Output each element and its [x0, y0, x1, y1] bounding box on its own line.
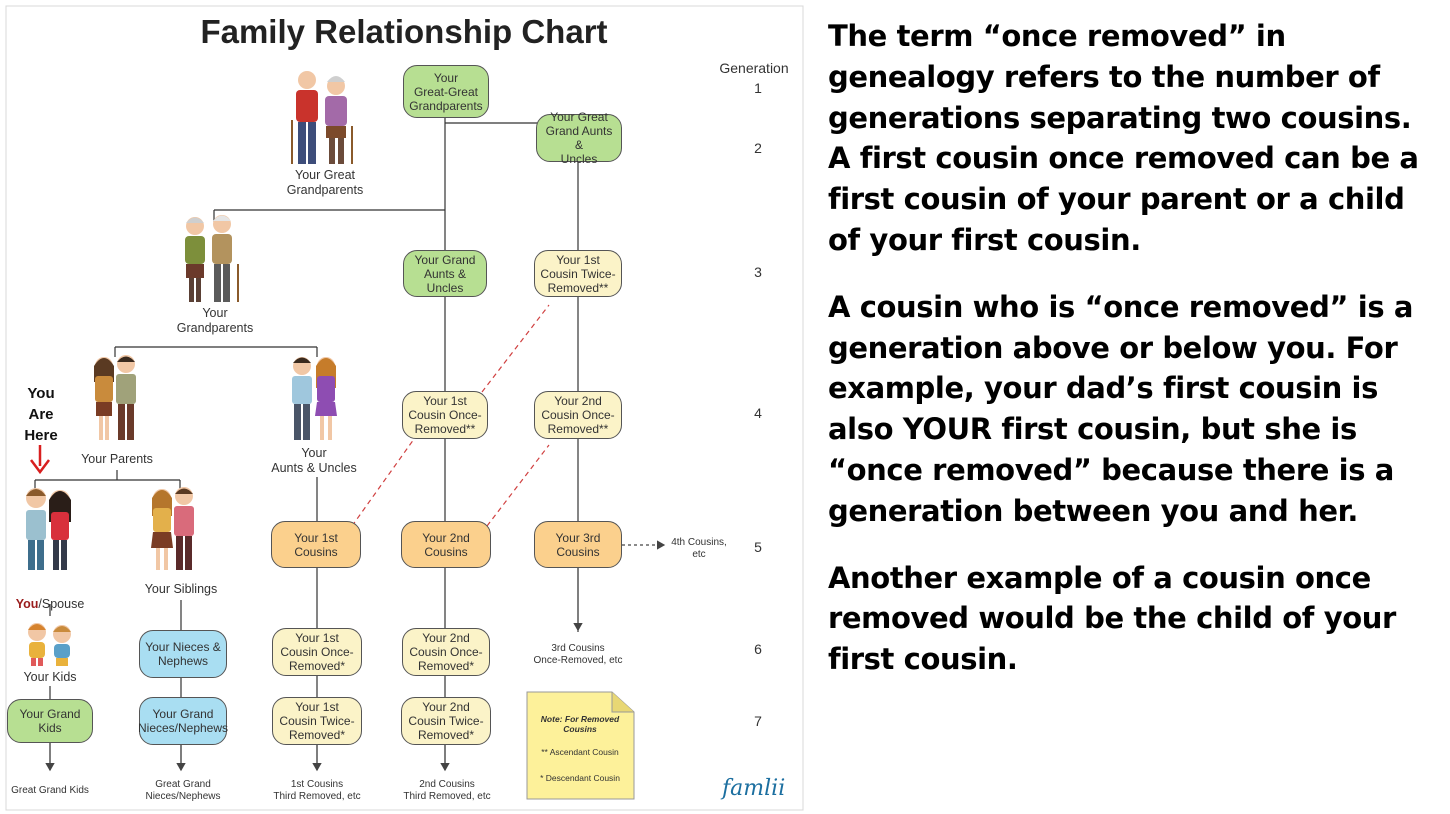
explanation-text: The term “once removed” in genealogy ref… [828, 16, 1440, 706]
grand-kids-box: Your Grand Kids [7, 699, 93, 743]
note-descendant: * Descendant Cousin [540, 773, 620, 783]
generation-5: 5 [754, 539, 762, 555]
first-cousin-once-removed-descendant-box: Your 1st Cousin Once- Removed* [272, 628, 362, 676]
kids-label: Your Kids [23, 670, 77, 684]
kids-figure [28, 623, 71, 666]
first-cousins-third-removed-label: 1st Cousins Third Removed, etc [273, 779, 361, 802]
aunts-uncles-figure [292, 357, 337, 440]
generation-1: 1 [754, 80, 762, 96]
first-cousin-twice-removed-ascendant-box: Your 1st Cousin Twice- Removed** [534, 250, 622, 297]
great-great-grandparents-box: Your Great-Great Grandparents [403, 65, 489, 118]
dashed-relationship-lines [351, 304, 550, 527]
great-grand-nieces-nephews-label: Great Grand Nieces/Nephews [145, 779, 221, 802]
great-grandparents-label: Your Great Grandparents [286, 168, 364, 197]
great-grand-kids-label: Great Grand Kids [11, 785, 89, 796]
chart-border [5, 5, 804, 811]
aunts-uncles-label: Your Aunts & Uncles [271, 446, 357, 475]
second-cousin-once-removed-descendant-box: Your 2nd Cousin Once- Removed* [402, 628, 490, 676]
chart-title: Family Relationship Chart [200, 13, 608, 50]
you-are-here-arrow [30, 445, 50, 475]
generation-7: 7 [754, 713, 762, 729]
paragraph-3: Another example of a cousin once removed… [828, 560, 1396, 677]
grandparents-label: Your Grandparents [176, 306, 254, 335]
third-cousins-once-removed-label: 3rd Cousins Once-Removed, etc [533, 643, 623, 666]
grand-aunts-uncles-box: Your Grand Aunts & Uncles [403, 250, 487, 297]
second-cousin-twice-removed-descendant-box: Your 2nd Cousin Twice- Removed* [401, 697, 491, 745]
parents-label: Your Parents [81, 452, 153, 466]
parents-figure [94, 355, 136, 440]
spouse-label: /Spouse [38, 597, 85, 611]
first-cousin-twice-removed-descendant-box: Your 1st Cousin Twice- Removed* [272, 697, 362, 745]
you-spouse-figure [26, 488, 71, 570]
first-cousin-once-removed-ascendant-box: Your 1st Cousin Once- Removed** [402, 391, 488, 439]
generation-4: 4 [754, 405, 762, 421]
first-cousins-box: Your 1st Cousins [271, 521, 361, 568]
note-box [526, 691, 635, 800]
siblings-label: Your Siblings [144, 582, 218, 596]
generation-3: 3 [754, 264, 762, 280]
second-cousins-third-removed-label: 2nd Cousins Third Removed, etc [403, 779, 491, 802]
paragraph-1: The term “once removed” in genealogy ref… [828, 19, 1419, 257]
paragraph-2: A cousin who is “once removed” is a gene… [828, 289, 1414, 528]
generation-header: Generation [719, 60, 789, 76]
third-cousins-box: Your 3rd Cousins [534, 521, 622, 568]
chart-lines: famlii [5, 5, 804, 811]
grandparents-figure [185, 215, 239, 302]
nieces-nephews-box: Your Nieces & Nephews [139, 630, 227, 678]
grand-nieces-nephews-box: Your Grand Nieces/Nephews [138, 697, 228, 745]
great-grandparents-figure [291, 71, 353, 164]
you-bold-label: You [15, 597, 39, 611]
second-cousins-box: Your 2nd Cousins [401, 521, 491, 568]
siblings-figure [151, 487, 194, 570]
connector-lines [34, 118, 579, 768]
famlii-logo: famlii [720, 776, 785, 801]
you-spouse-label: You/Spouse [0, 582, 100, 612]
note-ascendant: ** Ascendant Cousin [541, 747, 619, 757]
you-are-here-label: You Are Here [24, 385, 58, 444]
generation-2: 2 [754, 140, 762, 156]
second-cousin-once-removed-ascendant-box: Your 2nd Cousin Once- Removed** [534, 391, 622, 439]
generation-6: 6 [754, 641, 762, 657]
fourth-cousins-label: 4th Cousins, etc [671, 537, 727, 560]
great-grand-aunts-uncles-box: Your Great Grand Aunts & Uncles [536, 110, 622, 166]
family-relationship-chart: famlii Family Relationship Chart Generat… [0, 5, 804, 811]
arrow-lines [45, 540, 666, 772]
note-title: Note: For Removed Cousins [540, 714, 620, 734]
